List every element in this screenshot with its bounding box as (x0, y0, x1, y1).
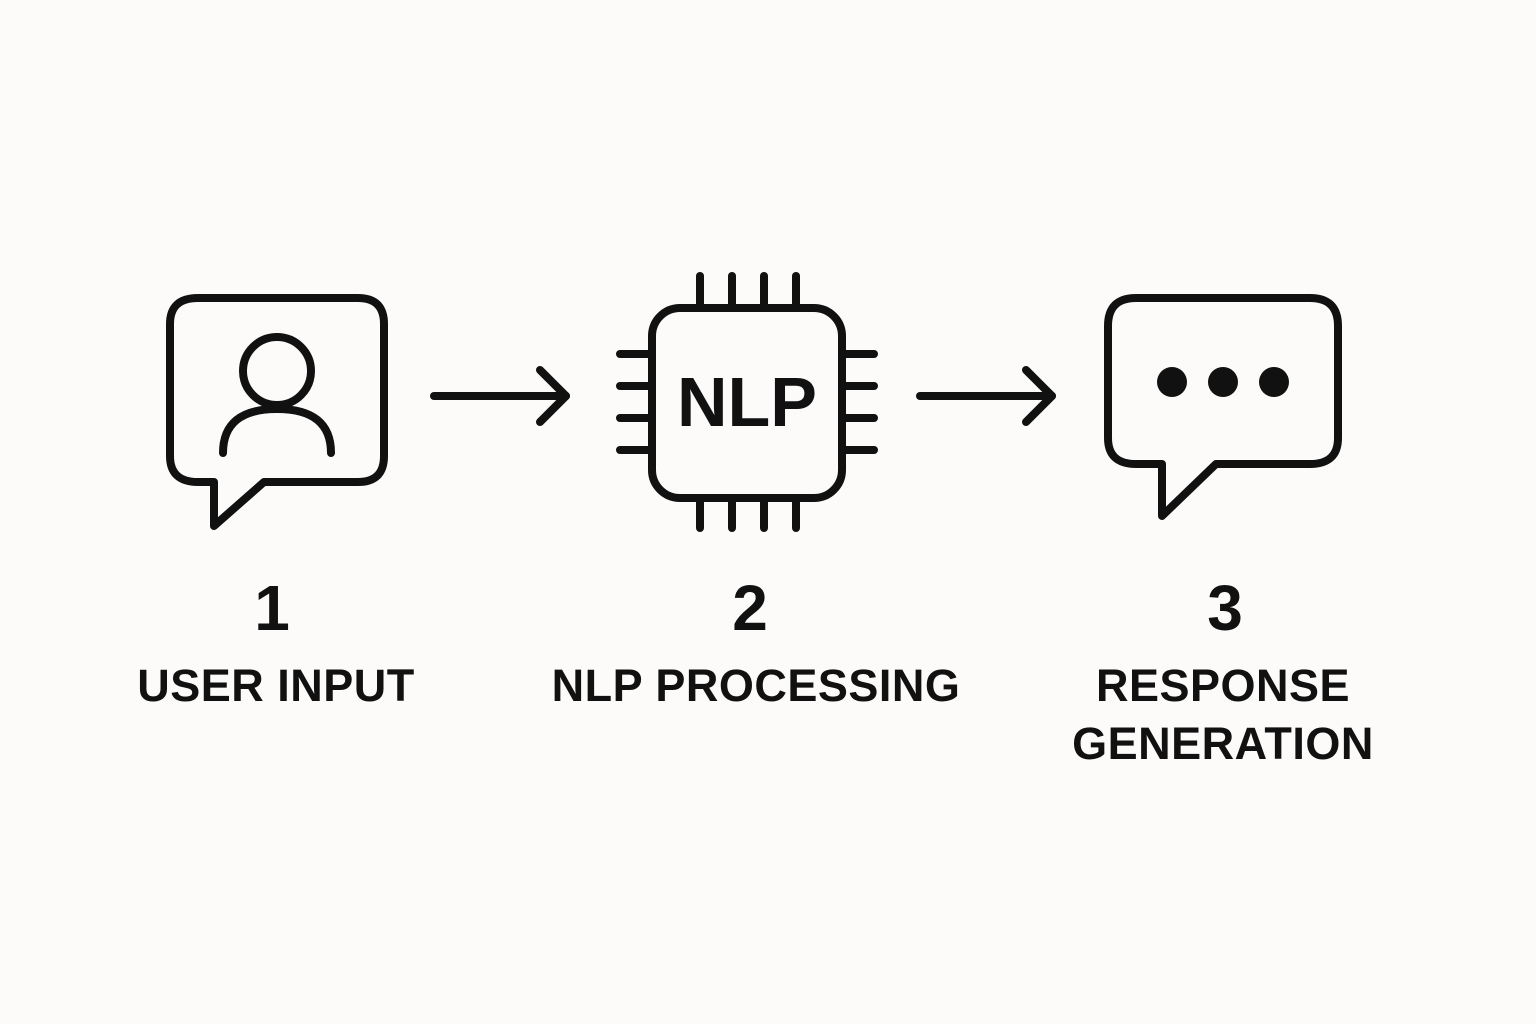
step-number: 1 (254, 572, 290, 644)
step-label-user-input: USER INPUT (137, 660, 415, 711)
nlp-chip-icon: NLP (616, 272, 878, 532)
step-label-line: GENERATION (1072, 718, 1374, 769)
step-label-nlp-processing: NLP PROCESSING (551, 660, 961, 711)
ellipsis-chat-bubble-icon (1104, 294, 1342, 520)
step-label-line: RESPONSE (1095, 660, 1351, 711)
chip-label: NLP (677, 363, 817, 441)
step-label-response-generation: RESPONSE GENERATION (1040, 657, 1406, 773)
user-chat-bubble-icon (166, 294, 388, 530)
step-number: 2 (732, 572, 768, 644)
right-arrow-icon (916, 366, 1056, 426)
right-arrow-icon (430, 366, 570, 426)
step-number: 3 (1207, 572, 1243, 644)
